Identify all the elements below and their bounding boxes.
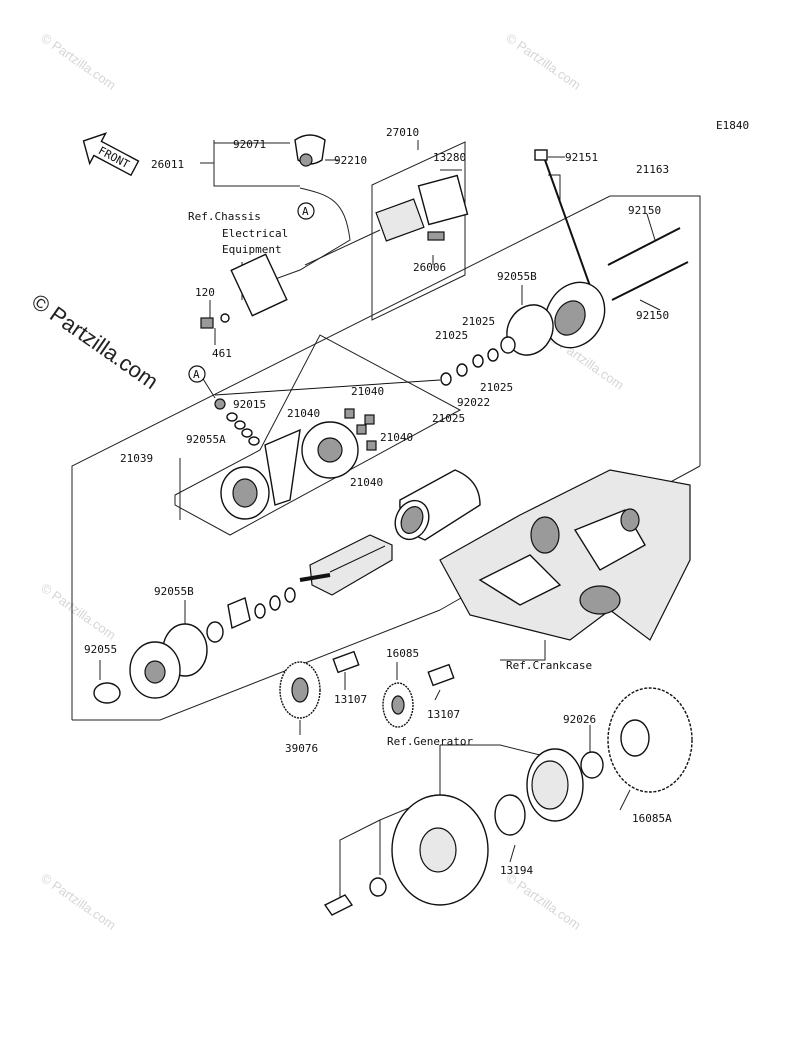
washer-461-icon	[220, 313, 230, 323]
label-92151: 92151	[565, 151, 598, 164]
label-39076: 39076	[285, 742, 318, 755]
label-13280: 13280	[433, 151, 466, 164]
watermark: © Partzilla.com	[38, 580, 118, 643]
side-watermark: © Partzilla.com	[27, 289, 163, 395]
label-21040-a: 21040	[351, 385, 384, 398]
ref-crankcase: Ref.Crankcase	[506, 659, 592, 672]
bracket-icon	[230, 253, 288, 317]
watermark: © Partzilla.com	[503, 870, 583, 933]
ref-chassis-line3: Equipment	[222, 243, 282, 256]
shaft-13107-a-icon	[332, 650, 360, 674]
reference-labels: Ref.Chassis Electrical Equipment Ref.Cra…	[188, 210, 592, 748]
ref-chassis-line2: Electrical	[222, 227, 288, 240]
watermark: © Partzilla.com	[38, 30, 118, 93]
label-120: 120	[195, 286, 215, 299]
starter-relay-icon	[375, 198, 425, 242]
relay-cover-13280-icon	[417, 174, 469, 226]
label-21039: 21039	[120, 452, 153, 465]
armature-and-yoke	[93, 469, 481, 704]
label-92026: 92026	[563, 713, 596, 726]
bolt-120-icon	[200, 317, 214, 329]
nut-92015-icon	[214, 398, 226, 410]
starter-relay-wiring: A	[200, 134, 469, 329]
label-16085: 16085	[386, 647, 419, 660]
watermark: © Partzilla.com	[38, 870, 118, 933]
armature-icon	[309, 534, 393, 596]
washer-92026-icon	[580, 751, 604, 779]
label-92150-bottom: 92150	[636, 309, 669, 322]
washer-icon	[369, 877, 387, 897]
ref-chassis-line1: Ref.Chassis	[188, 210, 261, 223]
label-27010: 27010	[386, 126, 419, 139]
label-21040-b: 21040	[287, 407, 320, 420]
bolt-92151-icon	[534, 149, 548, 161]
bearing-icon	[206, 621, 224, 643]
label-92150-top: 92150	[628, 204, 661, 217]
callout-a-low-icon	[188, 365, 206, 383]
brush-spring-icon	[264, 428, 301, 506]
callout-a-top: A	[302, 205, 309, 218]
label-92015: 92015	[233, 398, 266, 411]
label-92210: 92210	[334, 154, 367, 167]
label-13107-a: 13107	[334, 693, 367, 706]
shaft-13107-b-icon	[427, 663, 455, 687]
label-21025-c: 21025	[480, 381, 513, 394]
bushing-icon	[500, 336, 516, 354]
label-16085a: 16085A	[632, 812, 672, 825]
label-21025-d: 21025	[432, 412, 465, 425]
label-92055: 92055	[84, 643, 117, 656]
label-92055a: 92055A	[186, 433, 226, 446]
front-arrow-icon: FRONT	[82, 132, 140, 177]
callout-a-top-icon	[297, 202, 315, 220]
label-21025-a: 21025	[462, 315, 495, 328]
label-21040-d: 21040	[350, 476, 383, 489]
label-26006: 26006	[413, 261, 446, 274]
o-ring-92055-icon	[93, 682, 121, 704]
starter-end-cover	[440, 149, 689, 386]
crankcase-icon	[439, 469, 691, 641]
gear-16085a-icon	[607, 687, 693, 793]
idle-gears	[279, 650, 455, 728]
bearing-13194-icon	[494, 794, 526, 836]
label-26011: 26011	[151, 158, 184, 171]
brush-holder-assembly: A	[188, 365, 441, 520]
watermark: © Partzilla.com	[503, 30, 583, 93]
flywheel-bolt-icon	[323, 894, 354, 916]
leader-lines	[99, 140, 661, 905]
label-92022: 92022	[457, 396, 490, 409]
callout-a-low: A	[193, 368, 200, 381]
diagram-code: E1840	[716, 119, 749, 132]
nut-92210-icon	[299, 153, 313, 167]
label-13107-b: 13107	[427, 708, 460, 721]
label-21025-b: 21025	[435, 329, 468, 342]
part-labels: 92071 26011 92210 27010 13280 26006 9215…	[84, 126, 672, 877]
fuse-26006-icon	[427, 231, 445, 241]
clutch-and-generator	[323, 687, 693, 916]
label-461: 461	[212, 347, 232, 360]
label-13194: 13194	[500, 864, 533, 877]
o-ring-92055b-top-icon	[506, 304, 554, 356]
label-21040-c: 21040	[380, 431, 413, 444]
label-92071: 92071	[233, 138, 266, 151]
label-92055b-top: 92055B	[497, 270, 537, 283]
ref-generator: Ref.Generator	[387, 735, 473, 748]
label-92055b-low: 92055B	[154, 585, 194, 598]
label-21163: 21163	[636, 163, 669, 176]
